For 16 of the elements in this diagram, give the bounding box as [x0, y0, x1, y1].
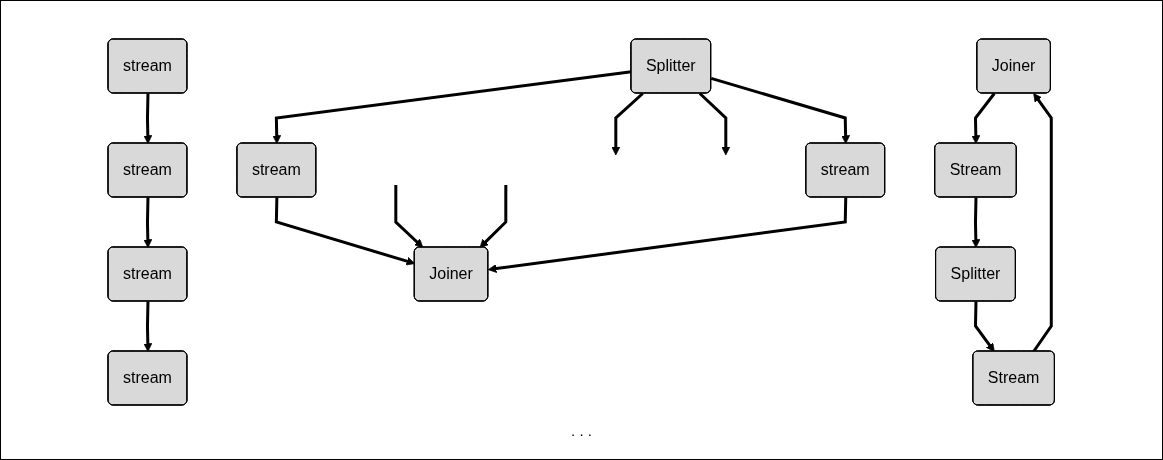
arrow	[971, 92, 996, 144]
arrow	[143, 300, 153, 352]
ellipsis-note: . . .	[571, 421, 592, 439]
arrow	[143, 92, 153, 144]
arrow	[711, 76, 851, 144]
arrow	[611, 91, 645, 155]
arrow	[275, 196, 416, 265]
arrow	[974, 300, 995, 352]
arrow	[143, 196, 153, 248]
arrow	[272, 69, 632, 144]
arrow	[394, 184, 424, 248]
arrow	[699, 91, 731, 155]
arrow	[1032, 92, 1054, 352]
arrow	[971, 196, 981, 248]
arrow	[479, 184, 508, 248]
arrow	[488, 196, 848, 273]
